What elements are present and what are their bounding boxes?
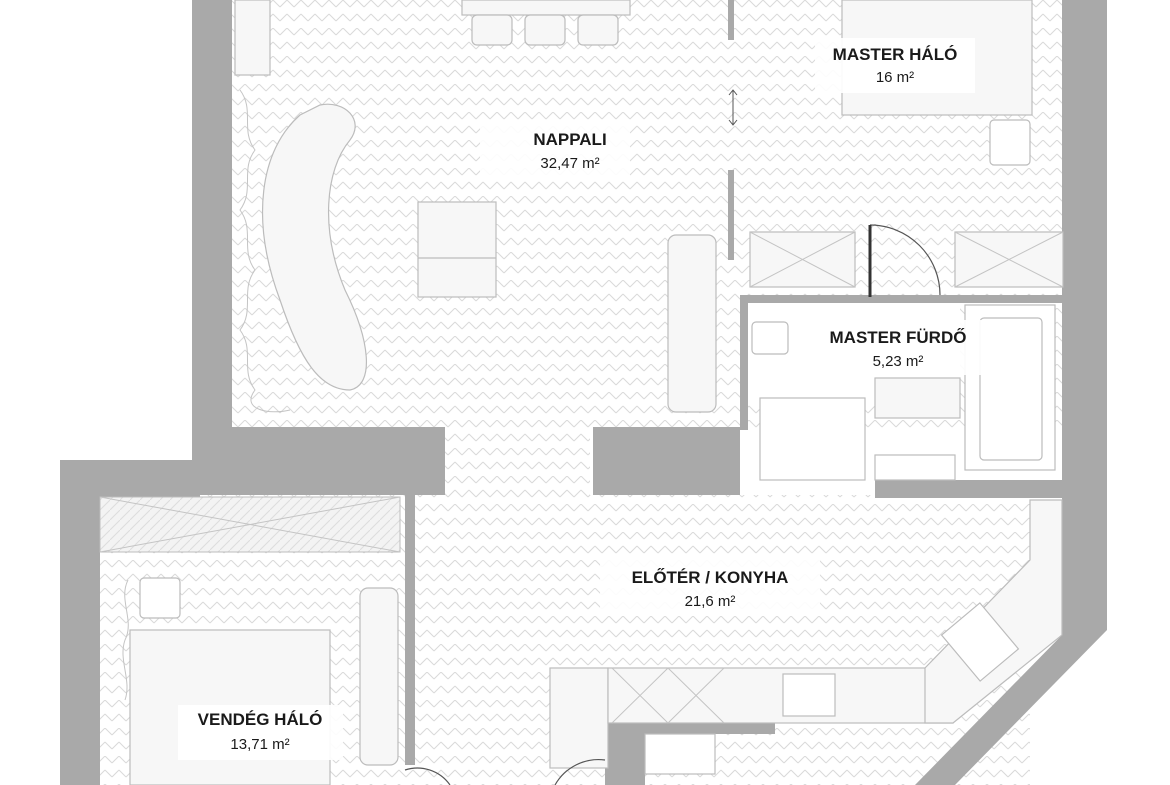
- living-room-furniture: [234, 0, 717, 413]
- master-bathroom-fixtures: [751, 304, 1056, 481]
- room-label-master-halo: MASTER HÁLÓ 16 m²: [815, 38, 975, 93]
- room-name-nappali: NAPPALI: [533, 130, 606, 149]
- room-area-eloter-konyha: 21,6 m²: [685, 593, 736, 610]
- walls: [60, 0, 1107, 785]
- room-label-eloter-konyha: ELŐTÉR / KONYHA 21,6 m²: [600, 560, 820, 615]
- room-name-master-halo: MASTER HÁLÓ: [833, 45, 958, 64]
- room-name-eloter-konyha: ELŐTÉR / KONYHA: [632, 568, 789, 587]
- room-name-master-furdo: MASTER FÜRDŐ: [830, 328, 967, 347]
- room-label-nappali: NAPPALI 32,47 m²: [480, 122, 630, 177]
- room-area-nappali: 32,47 m²: [540, 155, 599, 172]
- room-area-master-furdo: 5,23 m²: [873, 353, 924, 370]
- doors: [404, 89, 941, 785]
- room-name-vendeg-halo: VENDÉG HÁLÓ: [198, 710, 323, 729]
- room-area-master-halo: 16 m²: [876, 69, 914, 86]
- room-label-master-furdo: MASTER FÜRDŐ 5,23 m²: [812, 320, 984, 375]
- room-area-vendeg-halo: 13,71 m²: [230, 736, 289, 753]
- kitchen-furniture: [549, 499, 1063, 775]
- room-label-vendeg-halo: VENDÉG HÁLÓ 13,71 m²: [178, 705, 343, 760]
